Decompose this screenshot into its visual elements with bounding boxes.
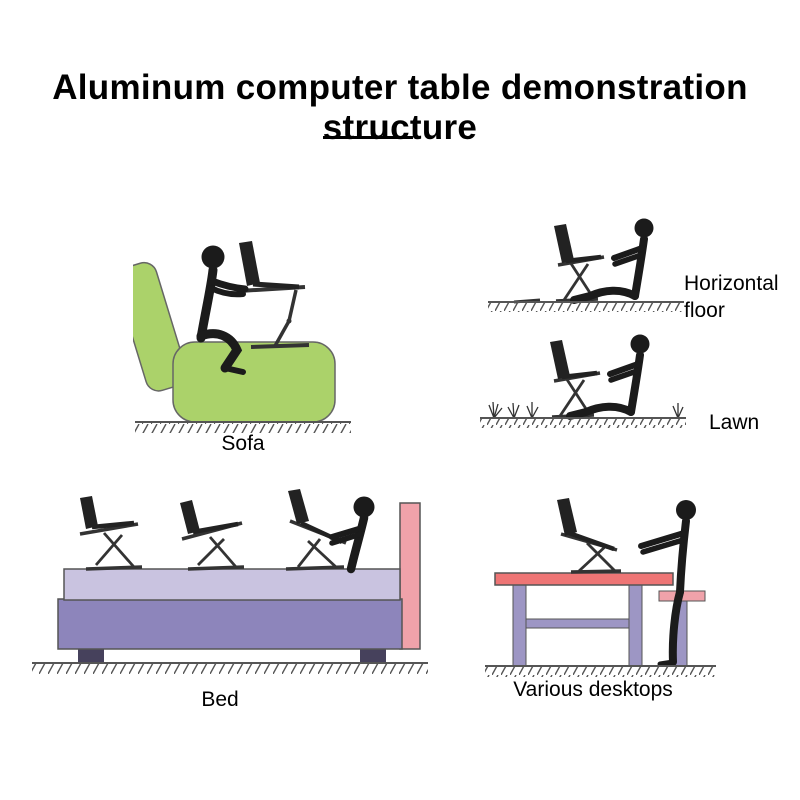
bed-mattress xyxy=(63,568,401,601)
person-figure xyxy=(329,496,375,574)
bed-base xyxy=(57,598,403,650)
person-figure xyxy=(566,334,650,420)
laptop xyxy=(550,340,598,380)
scene-label-bed: Bed xyxy=(201,688,239,711)
page-title: Aluminum computer table demonstration st… xyxy=(52,68,748,147)
scene-bed xyxy=(30,487,430,679)
laptop-stand xyxy=(238,285,310,349)
sofa-seat xyxy=(172,341,336,423)
ground xyxy=(32,662,428,674)
scene-sofa xyxy=(133,226,353,436)
scene-lawn xyxy=(478,326,688,431)
laptop-2 xyxy=(180,500,239,535)
table-leg-right xyxy=(628,584,643,667)
desktops-illustration xyxy=(485,498,716,677)
scene-label-sofa: Sofa xyxy=(221,432,265,455)
laptop xyxy=(554,224,602,264)
ground xyxy=(485,665,716,677)
scene-label-horizontal-floor: Horizontal floor xyxy=(684,272,779,323)
grass xyxy=(488,401,684,419)
laptop xyxy=(557,498,615,552)
scene-label-various-desktops: Various desktops xyxy=(513,678,673,701)
person-figure xyxy=(570,218,654,304)
person-figure xyxy=(196,245,249,375)
scene-horizontal-floor xyxy=(486,212,686,312)
lawn-illustration xyxy=(480,334,686,428)
title-underline xyxy=(323,136,413,139)
person-figure xyxy=(638,500,696,667)
table-crossbar xyxy=(525,618,630,629)
bed-leg-right xyxy=(360,647,386,662)
ground xyxy=(480,417,686,428)
bed-illustration xyxy=(32,489,428,674)
table-top xyxy=(494,572,674,586)
laptop xyxy=(239,241,300,290)
table-leg-left xyxy=(512,584,527,667)
ground xyxy=(488,301,684,312)
ground xyxy=(135,421,351,433)
horizontal-floor-illustration xyxy=(488,218,684,312)
scene-various-desktops xyxy=(483,488,718,678)
scene-label-lawn: Lawn xyxy=(709,411,760,434)
bed-leg-left xyxy=(78,647,104,662)
laptop-1 xyxy=(80,496,135,530)
laptop-stand-1 xyxy=(79,522,143,571)
sofa-illustration xyxy=(133,241,351,433)
sofa-backrest xyxy=(133,261,188,392)
bed-headboard xyxy=(399,502,421,650)
